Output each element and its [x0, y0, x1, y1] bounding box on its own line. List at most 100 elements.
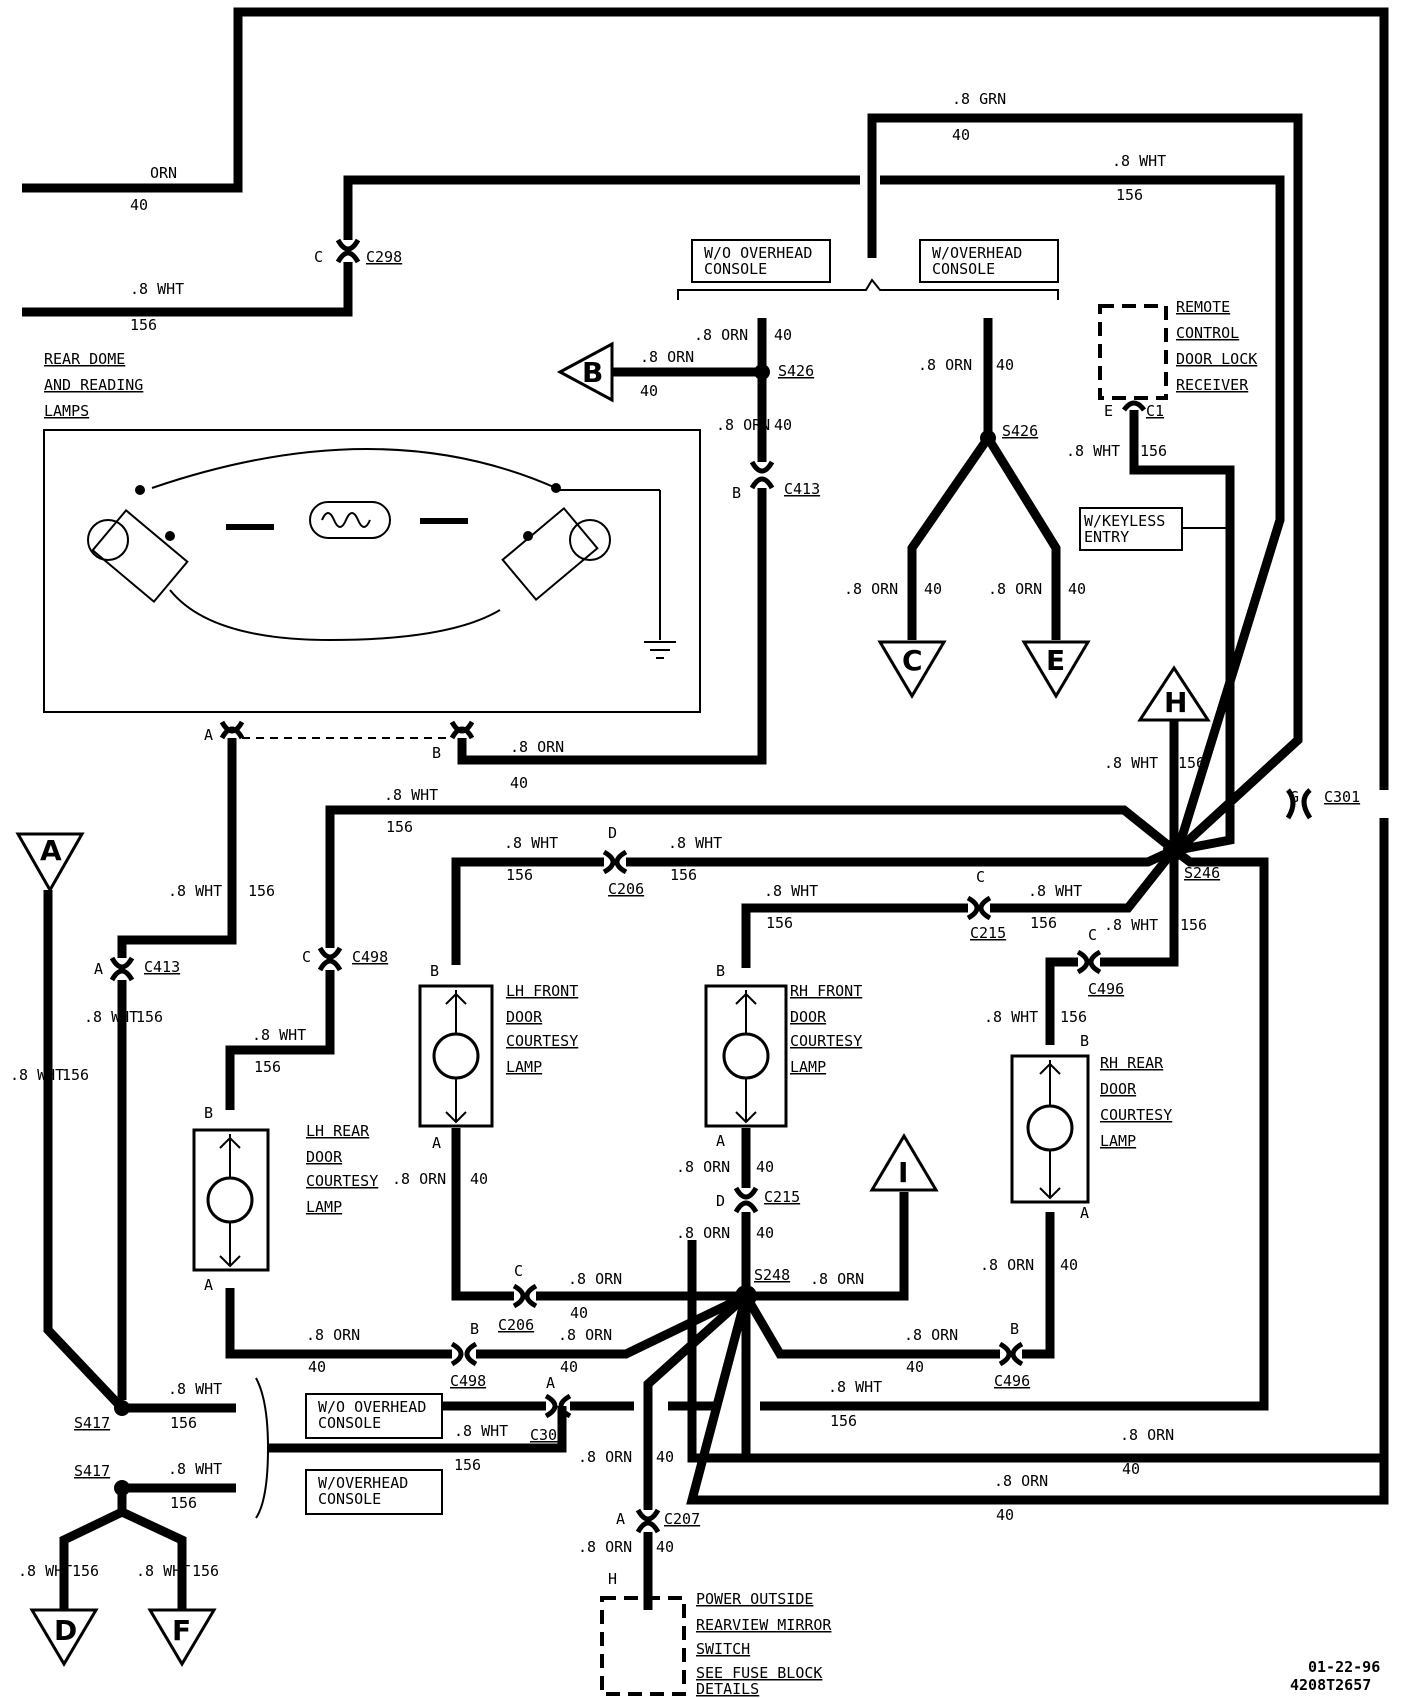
label-text: RH REAR [1100, 1054, 1164, 1072]
pin-label: A [94, 960, 103, 978]
pin-labels: C B A B A C D C C G B B B A A D A B A C … [94, 248, 1299, 1588]
ref-c-label: C [902, 644, 923, 677]
lh-front-label: LH FRONT DOOR COURTESY LAMP [506, 982, 578, 1076]
ref-h-label: H [1164, 686, 1187, 719]
wire-label: .8 WHT [168, 1380, 222, 1398]
wire-label: .8 WHT [10, 1066, 64, 1084]
label-text: SEE FUSE BLOCK [696, 1664, 822, 1682]
connector-label: C215 [970, 924, 1006, 942]
wire-label: .8 WHT [252, 1026, 306, 1044]
connector-label: C301 [530, 1426, 566, 1444]
pin-label: A [432, 1134, 441, 1152]
label-text: DOOR [790, 1008, 827, 1026]
circuit-label: 40 [774, 326, 792, 344]
wire-label: .8 ORN [716, 416, 770, 434]
connector-label: C206 [608, 880, 644, 898]
wo-overhead-bottom-note-2: CONSOLE [318, 1414, 381, 1432]
wire-label: .8 ORN [306, 1326, 360, 1344]
circuit-label: 156 [1030, 914, 1057, 932]
pin-label: B [432, 744, 441, 762]
circuit-label: 40 [756, 1224, 774, 1242]
remote-receiver-label: REMOTE CONTROL DOOR LOCK RECEIVER [1176, 298, 1257, 394]
wire-label: .8 WHT [1104, 916, 1158, 934]
circuit-label: 156 [1116, 186, 1143, 204]
circuit-label: 40 [560, 1358, 578, 1376]
splice-label: S426 [778, 362, 814, 380]
circuit-label: 156 [386, 818, 413, 836]
circuit-label: 156 [130, 316, 157, 334]
circuit-label: 40 [996, 1506, 1014, 1524]
circuit-label: 40 [906, 1358, 924, 1376]
circuit-label: 40 [1122, 1460, 1140, 1478]
wire-label: ORN [150, 164, 177, 182]
w-overhead-top-note-2: CONSOLE [932, 260, 995, 278]
label-text: DETAILS [696, 1680, 759, 1698]
circuit-label: 40 [996, 356, 1014, 374]
connector-label: C496 [994, 1372, 1030, 1390]
ref-a-label: A [40, 834, 62, 867]
ref-d-shape [29, 1608, 99, 1667]
wire-label: .8 WHT [130, 280, 184, 298]
label-text: RECEIVER [1176, 376, 1249, 394]
pin-label: B [732, 484, 741, 502]
label-text: REAR DOME [44, 350, 125, 368]
pin-label: D [716, 1192, 725, 1210]
wire-label: .8 ORN [1120, 1426, 1174, 1444]
circuit-label: 156 [136, 1008, 163, 1026]
bulb-icon [309, 501, 391, 539]
connector-label: C498 [352, 948, 388, 966]
wo-overhead-bottom-box [305, 1393, 443, 1439]
label-text: CONTROL [1176, 324, 1239, 342]
lh-rear-courtesy-lamp [192, 1128, 270, 1272]
splice-label: S248 [754, 1266, 790, 1284]
w-overhead-bottom-note-1: W/OVERHEAD [318, 1474, 408, 1492]
ref-b-shape [556, 341, 614, 403]
wire-label: .8 WHT [1112, 152, 1166, 170]
pin-label: C [302, 948, 311, 966]
w-overhead-bottom-note-2: CONSOLE [318, 1490, 381, 1508]
connector-label: C498 [450, 1372, 486, 1390]
s248-dot [735, 1285, 757, 1307]
pin-label: C [314, 248, 323, 266]
pin-label: A [716, 1132, 725, 1150]
label-text: LAMPS [44, 402, 89, 420]
wire-label: .8 ORN [510, 738, 564, 756]
w-overhead-top-note-1: W/OVERHEAD [932, 244, 1022, 262]
connector-label: C206 [498, 1316, 534, 1334]
ref-a-shape [15, 832, 85, 894]
label-text: COURTESY [306, 1172, 378, 1190]
s426-right-dot [980, 430, 996, 446]
wire-label: .8 WHT [384, 786, 438, 804]
pin-label: B [430, 962, 439, 980]
pin-label: A [204, 1276, 213, 1294]
circuit-label: 40 [1060, 1256, 1078, 1274]
ref-letters: B A C E H I D F [40, 356, 1187, 1647]
w-keyless-box [1079, 507, 1183, 551]
label-text: LAMP [506, 1058, 542, 1076]
circuit-label: 156 [1178, 754, 1205, 772]
wire-label: .8 GRN [952, 90, 1006, 108]
circuit-label: 156 [506, 866, 533, 884]
connector-label: C215 [764, 1188, 800, 1206]
rear-dome-label: REAR DOME AND READING LAMPS [44, 350, 143, 420]
circuit-label: 40 [308, 1358, 326, 1376]
wo-overhead-top-note-1: W/O OVERHEAD [704, 244, 812, 262]
circuit-label: 156 [248, 882, 275, 900]
circuit-label: 40 [774, 416, 792, 434]
circuit-label: 40 [1068, 580, 1086, 598]
pin-label: A [204, 726, 213, 744]
footer-code: 4208T2657 [1290, 1676, 1371, 1694]
pin-label: G [1290, 788, 1299, 806]
wire-label: .8 WHT [454, 1422, 508, 1440]
ref-c-shape [877, 640, 947, 699]
label-text: POWER OUTSIDE [696, 1590, 813, 1608]
connector-symbols [109, 238, 1313, 1534]
w-overhead-top-box [919, 239, 1059, 283]
label-text: SWITCH [696, 1640, 750, 1658]
label-text: DOOR [306, 1148, 343, 1166]
s246-dot [1163, 839, 1185, 861]
label-text: REARVIEW MIRROR [696, 1616, 832, 1634]
pin-label: B [470, 1320, 479, 1338]
connector-label: C207 [664, 1510, 700, 1528]
wire-labels: ORN 40 .8 WHT 156 .8 GRN 40 .8 WHT 156 .… [10, 90, 1207, 1580]
